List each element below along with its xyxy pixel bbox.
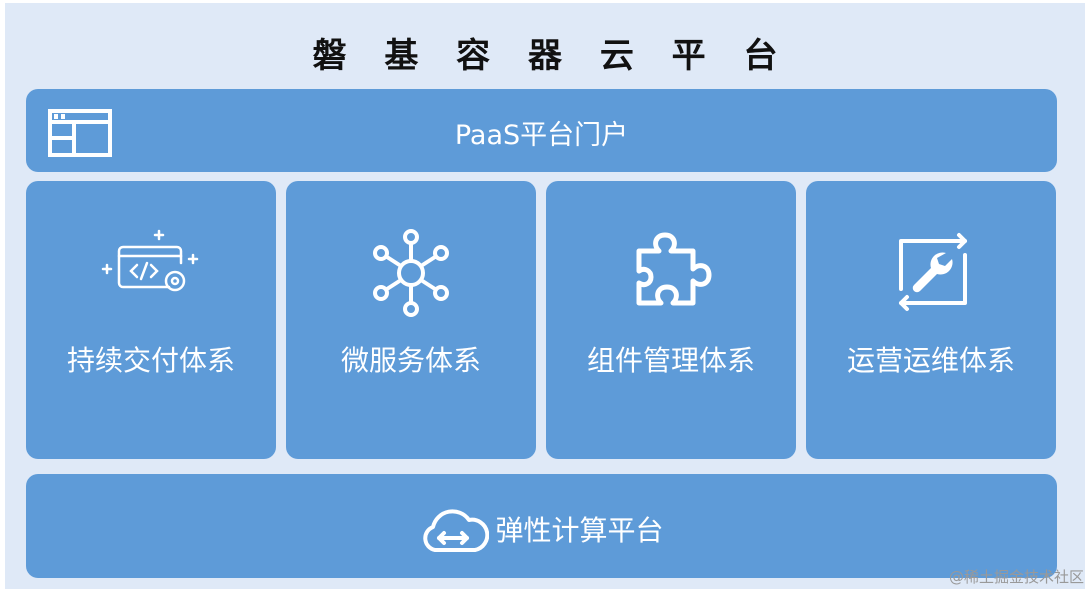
- watermark: @稀土掘金技术社区: [948, 568, 1084, 586]
- cloud-arrows-icon: [423, 509, 490, 552]
- card-label: 微服务体系: [340, 344, 481, 377]
- window-layout-icon: [48, 109, 112, 157]
- card-component-management: 组件管理体系: [546, 181, 796, 459]
- portal-label: PaaS平台门户: [454, 120, 629, 151]
- elastic-compute-layer: 弹性计算平台: [26, 474, 1057, 578]
- puzzle-piece-icon: [636, 232, 712, 306]
- network-nodes-icon: [373, 229, 449, 317]
- code-settings-icon: [101, 229, 199, 292]
- card-microservice: 微服务体系: [286, 181, 536, 459]
- card-label: 运营运维体系: [846, 344, 1015, 377]
- card-operations: 运营运维体系: [806, 181, 1056, 459]
- card-label: 组件管理体系: [586, 344, 755, 377]
- page-title: 磐 基 容 器 云 平 台: [312, 36, 791, 76]
- card-continuous-delivery: 持续交付体系: [26, 181, 276, 459]
- paas-portal-layer: PaaS平台门户: [26, 89, 1057, 172]
- elastic-label: 弹性计算平台: [495, 514, 664, 547]
- card-label: 持续交付体系: [66, 344, 235, 377]
- wrench-cycle-icon: [899, 233, 967, 311]
